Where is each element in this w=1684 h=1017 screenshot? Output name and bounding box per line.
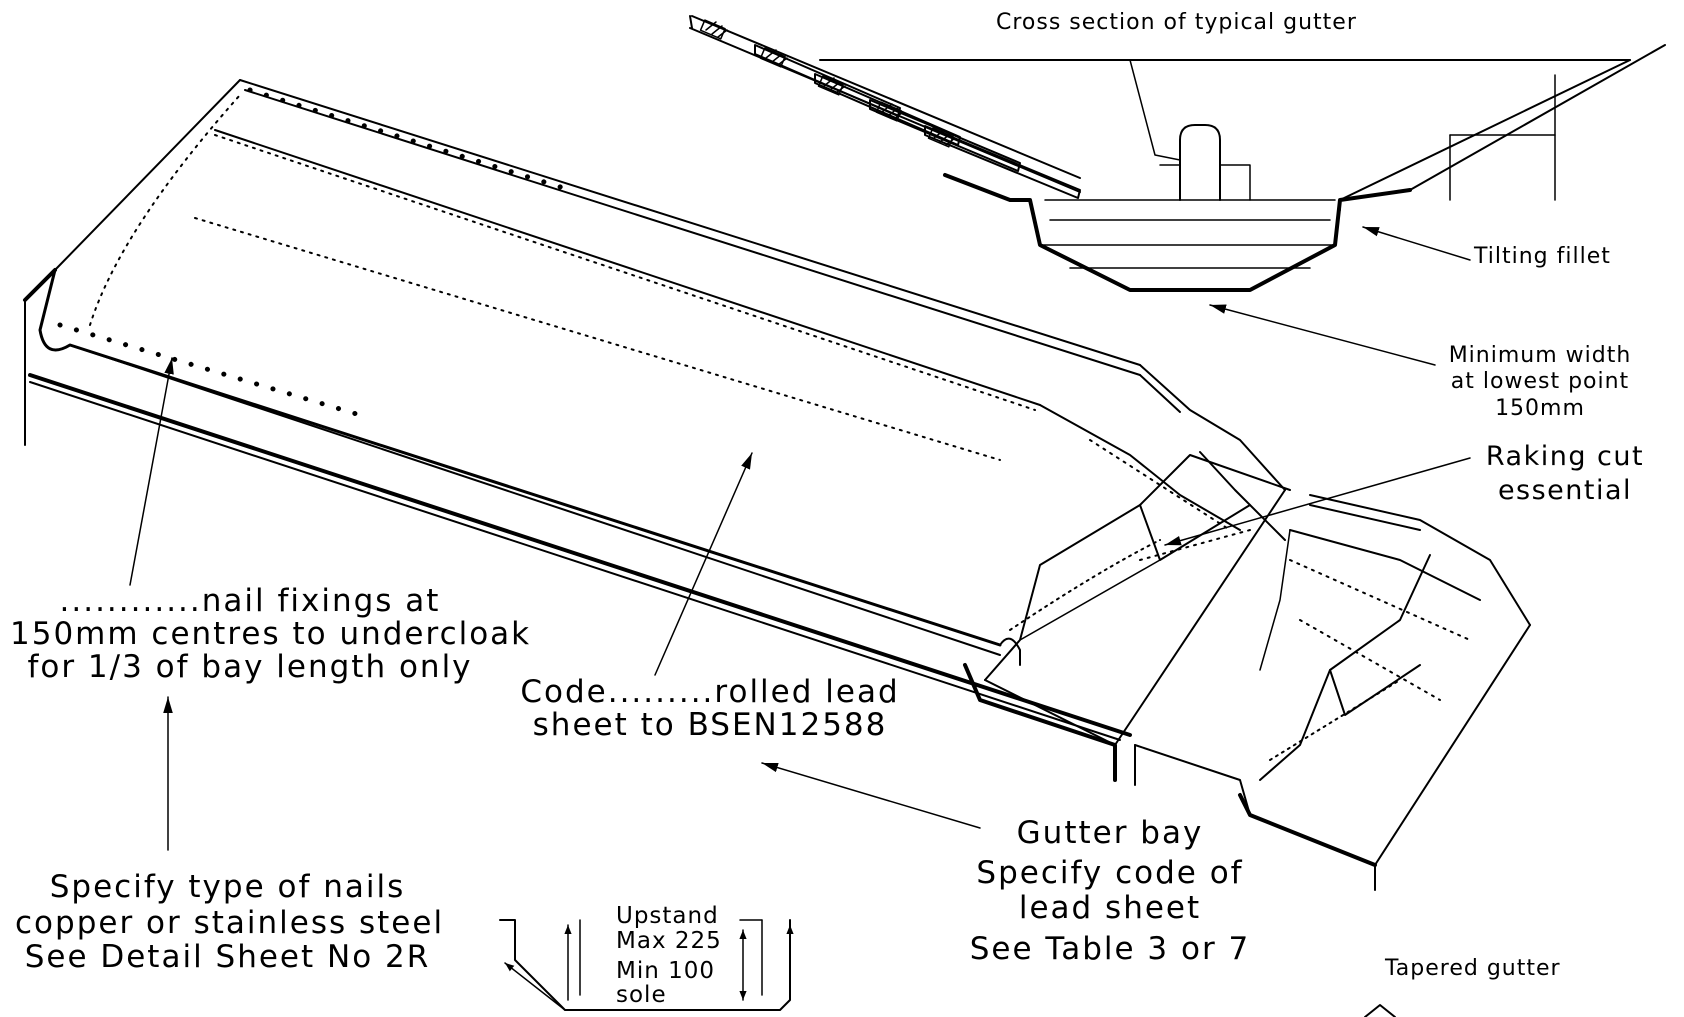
code-leader	[654, 452, 753, 676]
gutter-bay-label-line2: Specify code of	[976, 855, 1244, 891]
code-label-line1: Code.........rolled lead	[520, 674, 900, 710]
main-gutter-drawing	[23, 79, 1291, 786]
upstand-detail-drawing	[499, 919, 794, 1011]
min-width-leader	[1209, 304, 1436, 366]
gutter-bay-label-line4: See Table 3 or 7	[969, 931, 1251, 967]
upstand-min-label: Min 100	[616, 958, 716, 984]
tilting-fillet-leader	[1362, 226, 1471, 261]
tapered-gutter-hint	[1364, 1004, 1396, 1017]
min-width-label-line3: 150mm	[1495, 396, 1585, 421]
raking-cut-leader	[1164, 457, 1471, 546]
second-gutter-bay-drawing	[1134, 494, 1531, 891]
nail-fixings-label-line3: for 1/3 of bay length only	[27, 649, 473, 685]
nail-fixings-label-line1: ............nail fixings at	[59, 583, 441, 619]
cross-section-drawing	[689, 15, 1666, 292]
gutter-bay-label-line3: lead sheet	[1018, 890, 1202, 926]
min-width-label-line2: at lowest point	[1450, 369, 1630, 394]
sole-label: sole	[616, 982, 667, 1008]
raking-cut-label-line2: essential	[1497, 475, 1633, 506]
min-width-label-line1: Minimum width	[1448, 343, 1632, 368]
nails-label-line2: copper or stainless steel	[15, 905, 445, 941]
nails-label-line3: See Detail Sheet No 2R	[24, 939, 431, 975]
raking-cut-label-line1: Raking cut	[1485, 441, 1645, 472]
cross-section-title: Cross section of typical gutter	[996, 10, 1357, 35]
nail-fixings-leader	[129, 357, 174, 586]
tilting-fillet-label: Tilting fillet	[1474, 244, 1611, 269]
upstand-max-label: Max 225	[616, 928, 722, 954]
nails-label-line1: Specify type of nails	[49, 869, 406, 905]
upstand-label: Upstand	[616, 903, 719, 929]
gutter-bay-label-line1: Gutter bay	[1016, 815, 1204, 851]
nail-fixings-label-line2: 150mm centres to undercloak	[10, 616, 532, 652]
tapered-gutter-label: Tapered gutter	[1385, 956, 1561, 981]
gutter-bay-leader	[761, 762, 981, 829]
code-label-line2: sheet to BSEN12588	[532, 707, 888, 743]
